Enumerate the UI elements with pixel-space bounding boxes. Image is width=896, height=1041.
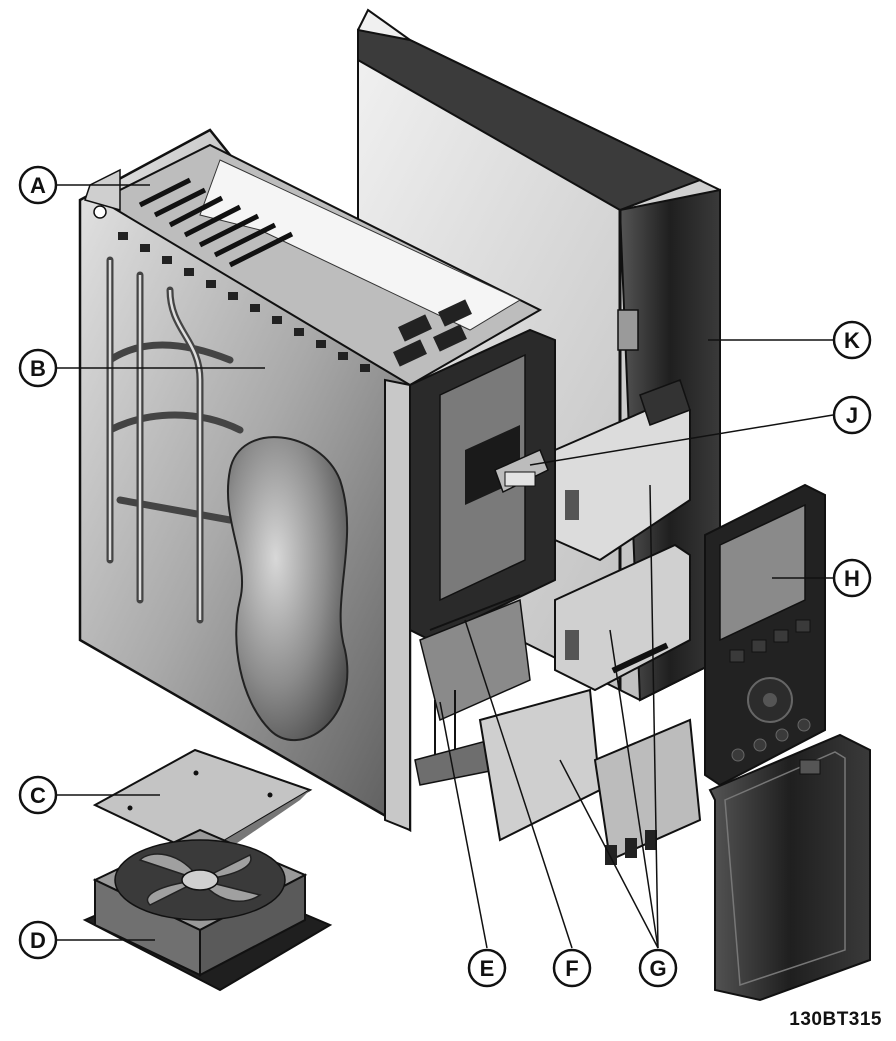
callout-g-label: G bbox=[649, 956, 666, 981]
callout-d-label: D bbox=[30, 928, 46, 953]
connector bbox=[494, 448, 549, 494]
callout-c-label: C bbox=[30, 783, 46, 808]
callout-b: B bbox=[18, 348, 58, 388]
callout-d: D bbox=[18, 920, 58, 960]
callout-g: G bbox=[638, 948, 678, 988]
leader-lines bbox=[57, 184, 834, 949]
callout-f: F bbox=[552, 948, 592, 988]
callout-f-label: F bbox=[565, 956, 578, 981]
callout-e: E bbox=[467, 948, 507, 988]
inner-front-frame bbox=[409, 328, 556, 786]
callout-e-label: E bbox=[480, 956, 495, 981]
callout-h-label: H bbox=[844, 566, 860, 591]
callout-a: A bbox=[18, 165, 58, 205]
control-panel bbox=[704, 483, 826, 787]
option-card-cradles bbox=[478, 379, 702, 865]
callout-b-label: B bbox=[30, 356, 46, 381]
callout-h: H bbox=[832, 558, 872, 598]
callout-j: J bbox=[832, 395, 872, 435]
callout-k: K bbox=[832, 320, 872, 360]
callout-k-label: K bbox=[844, 328, 860, 353]
callout-a-label: A bbox=[30, 173, 46, 198]
drawing-number: 130BT315 bbox=[789, 1009, 882, 1030]
callout-c: C bbox=[18, 775, 58, 815]
callout-j-label: J bbox=[846, 403, 858, 428]
main-housing bbox=[78, 128, 543, 833]
front-cover bbox=[708, 733, 871, 1002]
cooling-fan bbox=[82, 828, 333, 992]
